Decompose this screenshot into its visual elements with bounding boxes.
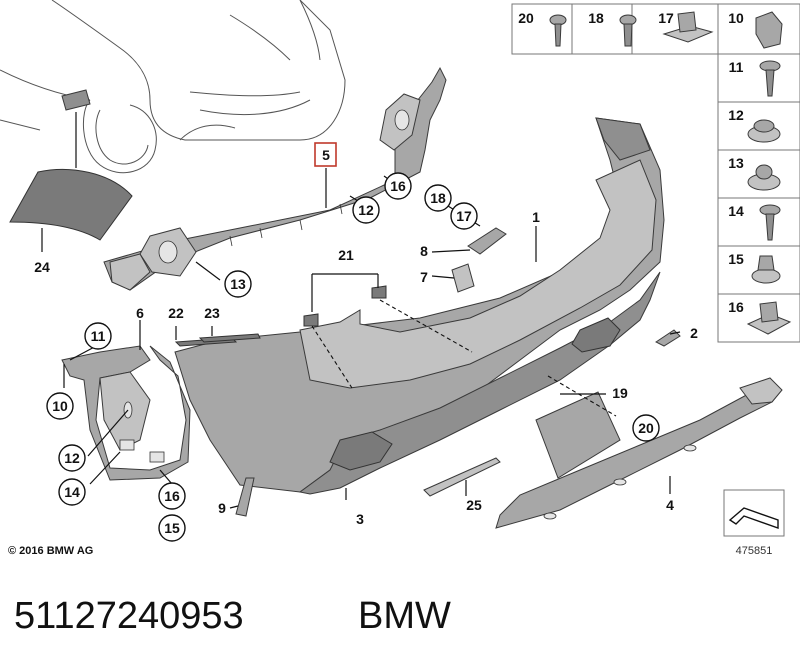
part-9-bracket (235, 477, 255, 517)
label-part-16: 16 (164, 488, 180, 504)
grid-label-15: 15 (728, 251, 744, 267)
label-part-19: 19 (612, 385, 628, 401)
orientation-icon (723, 489, 785, 537)
clip-17-icon (662, 11, 714, 43)
nut-12-icon (747, 119, 781, 143)
nut-13-icon (747, 164, 781, 191)
label-part-13: 13 (230, 276, 246, 292)
label-part-20: 20 (638, 420, 654, 436)
clip-10-icon (755, 11, 783, 49)
grid-label-12: 12 (728, 107, 744, 123)
grid-label-16: 16 (728, 299, 744, 315)
label-part-25: 25 (466, 497, 482, 513)
label-part-5: 5 (322, 147, 330, 163)
grid-label-10: 10 (728, 10, 744, 26)
label-part-10: 10 (52, 398, 68, 414)
small-clips (303, 227, 681, 347)
grid-label-20: 20 (518, 10, 534, 26)
screw-18-icon (619, 14, 637, 47)
label-part-14: 14 (64, 484, 80, 500)
label-part-3: 3 (356, 511, 364, 527)
label-part-16-top: 16 (390, 178, 406, 194)
part-24-trim-film (9, 112, 133, 252)
label-part-21: 21 (338, 247, 354, 263)
label-part-8: 8 (420, 243, 428, 259)
leader-lines (63, 168, 681, 509)
screw-11-icon (759, 60, 781, 97)
screw-14-icon (759, 204, 781, 241)
label-part-6: 6 (136, 305, 144, 321)
highlight-frame (314, 142, 337, 167)
caption-part-number: 51127240953 (14, 595, 244, 637)
caption-brand: BMW (358, 595, 451, 637)
label-part-2: 2 (690, 325, 698, 341)
grid-label-18: 18 (588, 10, 604, 26)
label-part-11: 11 (91, 328, 106, 344)
part-6-side-bracket (61, 345, 191, 481)
part-1-bumper-panel (174, 117, 665, 493)
part-22-23-strips (174, 333, 261, 347)
part-labels: 5 16 12 18 17 1 21 8 7 13 24 6 22 23 2 1… (8, 10, 772, 637)
label-part-23: 23 (204, 305, 220, 321)
screw-20-icon (549, 14, 567, 47)
grid-label-17: 17 (658, 10, 674, 26)
car-outline (0, 0, 346, 174)
label-part-12: 12 (64, 450, 80, 466)
fastener-grid (511, 3, 800, 343)
nut-15-icon (751, 255, 781, 284)
label-part-22: 22 (168, 305, 184, 321)
label-part-15: 15 (164, 520, 180, 536)
figure-number: 475851 (736, 545, 773, 557)
label-part-4: 4 (666, 497, 674, 513)
grid-label-11: 11 (729, 59, 744, 75)
label-part-17: 17 (456, 208, 472, 224)
label-part-24: 24 (34, 259, 50, 275)
part-4-lower-insert (495, 377, 783, 529)
clip-16-icon (746, 301, 792, 335)
part-19-license-plate-base (535, 391, 621, 479)
label-part-9: 9 (218, 500, 226, 516)
grid-label-14: 14 (728, 203, 744, 219)
label-part-1: 1 (532, 209, 540, 225)
label-part-12-top: 12 (358, 202, 374, 218)
grid-label-13: 13 (728, 155, 744, 171)
part-5-bumper-carrier (103, 66, 447, 291)
part-25-strip (423, 457, 501, 497)
copyright-text: © 2016 BMW AG (8, 545, 93, 557)
part-3-diffuser (298, 271, 661, 495)
number-circles (46, 172, 660, 542)
label-part-18: 18 (430, 190, 446, 206)
label-part-7: 7 (420, 269, 428, 285)
